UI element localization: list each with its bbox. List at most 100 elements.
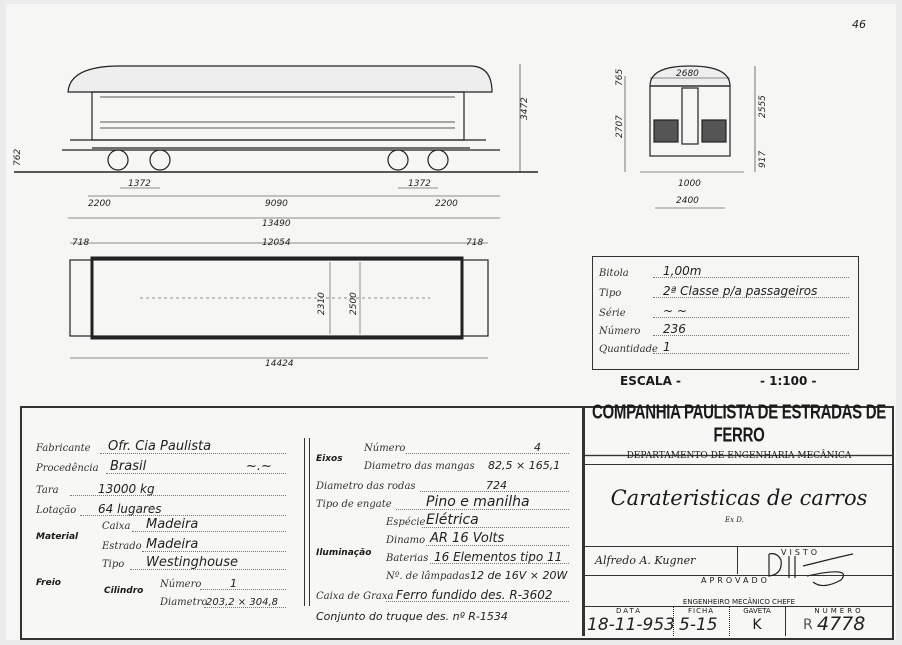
field-lotacao: Lotação 64 lugares	[36, 500, 286, 518]
dim-track-width: 2400	[676, 196, 699, 206]
dimension-lines	[70, 262, 488, 359]
field-value: AR 16 Volts	[430, 531, 505, 546]
end-body	[649, 85, 731, 157]
dotted-line	[422, 527, 569, 528]
dim-gauge: 1000	[678, 179, 701, 189]
cilindro-label: Cilindro	[104, 586, 144, 596]
record-row	[585, 606, 893, 637]
title-block: COMPANHIA PAULISTA DE ESTRADAS DE FERRO …	[582, 401, 893, 637]
dim-inner-width: 2310	[317, 292, 327, 315]
dotted-line	[386, 601, 569, 602]
field-value: 82,5 × 165,1	[488, 459, 561, 472]
document-subtitle: Ex D.	[725, 516, 744, 524]
end-panel	[653, 119, 679, 143]
spec-row: Série~ ~	[599, 303, 849, 319]
signature-divider	[737, 546, 738, 574]
dotted-line	[70, 495, 286, 496]
dim-wheelbase-left: 1372	[128, 179, 151, 189]
plan-frame	[69, 259, 489, 337]
chief-engineer-label: ENGENHEIRO MECÂNICO CHEFE	[682, 598, 796, 606]
dotted-line	[430, 563, 569, 564]
field-value: 203,2 × 304,8	[206, 597, 278, 608]
cell-divider	[673, 606, 674, 636]
spec-value: ~ ~	[663, 304, 687, 318]
field-value: Westinghouse	[146, 555, 239, 570]
field-label: Fabricante	[36, 443, 91, 454]
dotted-line	[204, 607, 286, 608]
scale-value: - 1:100 -	[760, 374, 817, 388]
field-label: Diametro das mangas	[364, 461, 475, 472]
wheel	[149, 149, 171, 171]
numero-prefix: R	[803, 617, 813, 633]
field-value: 64 lugares	[98, 502, 162, 516]
company-name: COMPANHIA PAULISTA DE ESTRADAS DE FERRO	[585, 401, 893, 457]
column-divider	[304, 438, 310, 606]
field-baterias: Baterias 16 Elementos tipo 11	[386, 548, 569, 566]
spec-row: Tipo 2ª Classe p/a passageiros	[599, 283, 849, 299]
dim-height: 3472	[520, 97, 530, 120]
field-value: 12 de 16V × 20W	[470, 569, 568, 582]
numero-label: NUMERO	[814, 607, 864, 615]
side-underframe	[62, 139, 500, 151]
cell-divider	[785, 606, 786, 636]
dim-end-right: 718	[466, 238, 483, 248]
signature-row	[585, 546, 893, 576]
wheel	[107, 149, 129, 171]
dim-overhang-left: 2200	[88, 199, 111, 209]
side-windows	[100, 96, 455, 129]
end-roof	[649, 65, 731, 87]
wheel	[427, 149, 449, 171]
field-label: Diametro das rodas	[316, 481, 416, 492]
spec-label: Tipo	[599, 288, 622, 299]
field-value: 16 Elementos tipo 11	[434, 550, 563, 564]
field-value: Brasil	[110, 459, 147, 474]
dotted-line	[426, 545, 569, 546]
dimension-lines	[624, 66, 756, 209]
date-label: DATA	[615, 607, 643, 615]
dotted-line	[653, 353, 849, 354]
spec-value: 1	[663, 340, 671, 354]
department-name: DEPARTAMENTO DE ENGENHARIA MECÂNICA	[585, 448, 893, 465]
spec-value: 2ª Classe p/a passageiros	[663, 284, 818, 298]
field-label: Tara	[36, 485, 59, 496]
dotted-line	[653, 317, 849, 318]
side-roof	[67, 65, 493, 93]
dotted-line	[106, 473, 286, 474]
field-value: Madeira	[146, 537, 199, 552]
dotted-line	[200, 589, 286, 590]
dotted-line	[80, 515, 286, 516]
field-label: Espécie	[386, 517, 426, 528]
wheel	[387, 149, 409, 171]
spec-value: 1,00m	[663, 264, 702, 278]
approval-signature	[768, 553, 854, 587]
field-eixos-mangas: Diametro das mangas 82,5 × 165,1	[364, 456, 569, 474]
dim-body-height: 2555	[758, 95, 768, 118]
dim-body-length: 13490	[262, 219, 291, 229]
field-value: 1	[230, 577, 237, 590]
field-label: Baterias	[386, 553, 429, 564]
field-label: Lotação	[36, 505, 77, 516]
end-view	[624, 65, 756, 209]
dim-total-length: 14424	[265, 359, 294, 369]
material-label: Material	[36, 532, 79, 542]
dim-body-inner: 12054	[262, 238, 291, 248]
dim-roof: 765	[615, 69, 625, 86]
field-value: Ferro fundido des. R-3602	[396, 588, 553, 602]
technical-drawing: 46 3472 762 1372 1372 2200 9090 2200 134…	[13, 18, 866, 369]
end-door	[681, 87, 699, 145]
numero-value: 4778	[817, 613, 866, 635]
gaveta-label: GAVETA	[743, 607, 771, 615]
